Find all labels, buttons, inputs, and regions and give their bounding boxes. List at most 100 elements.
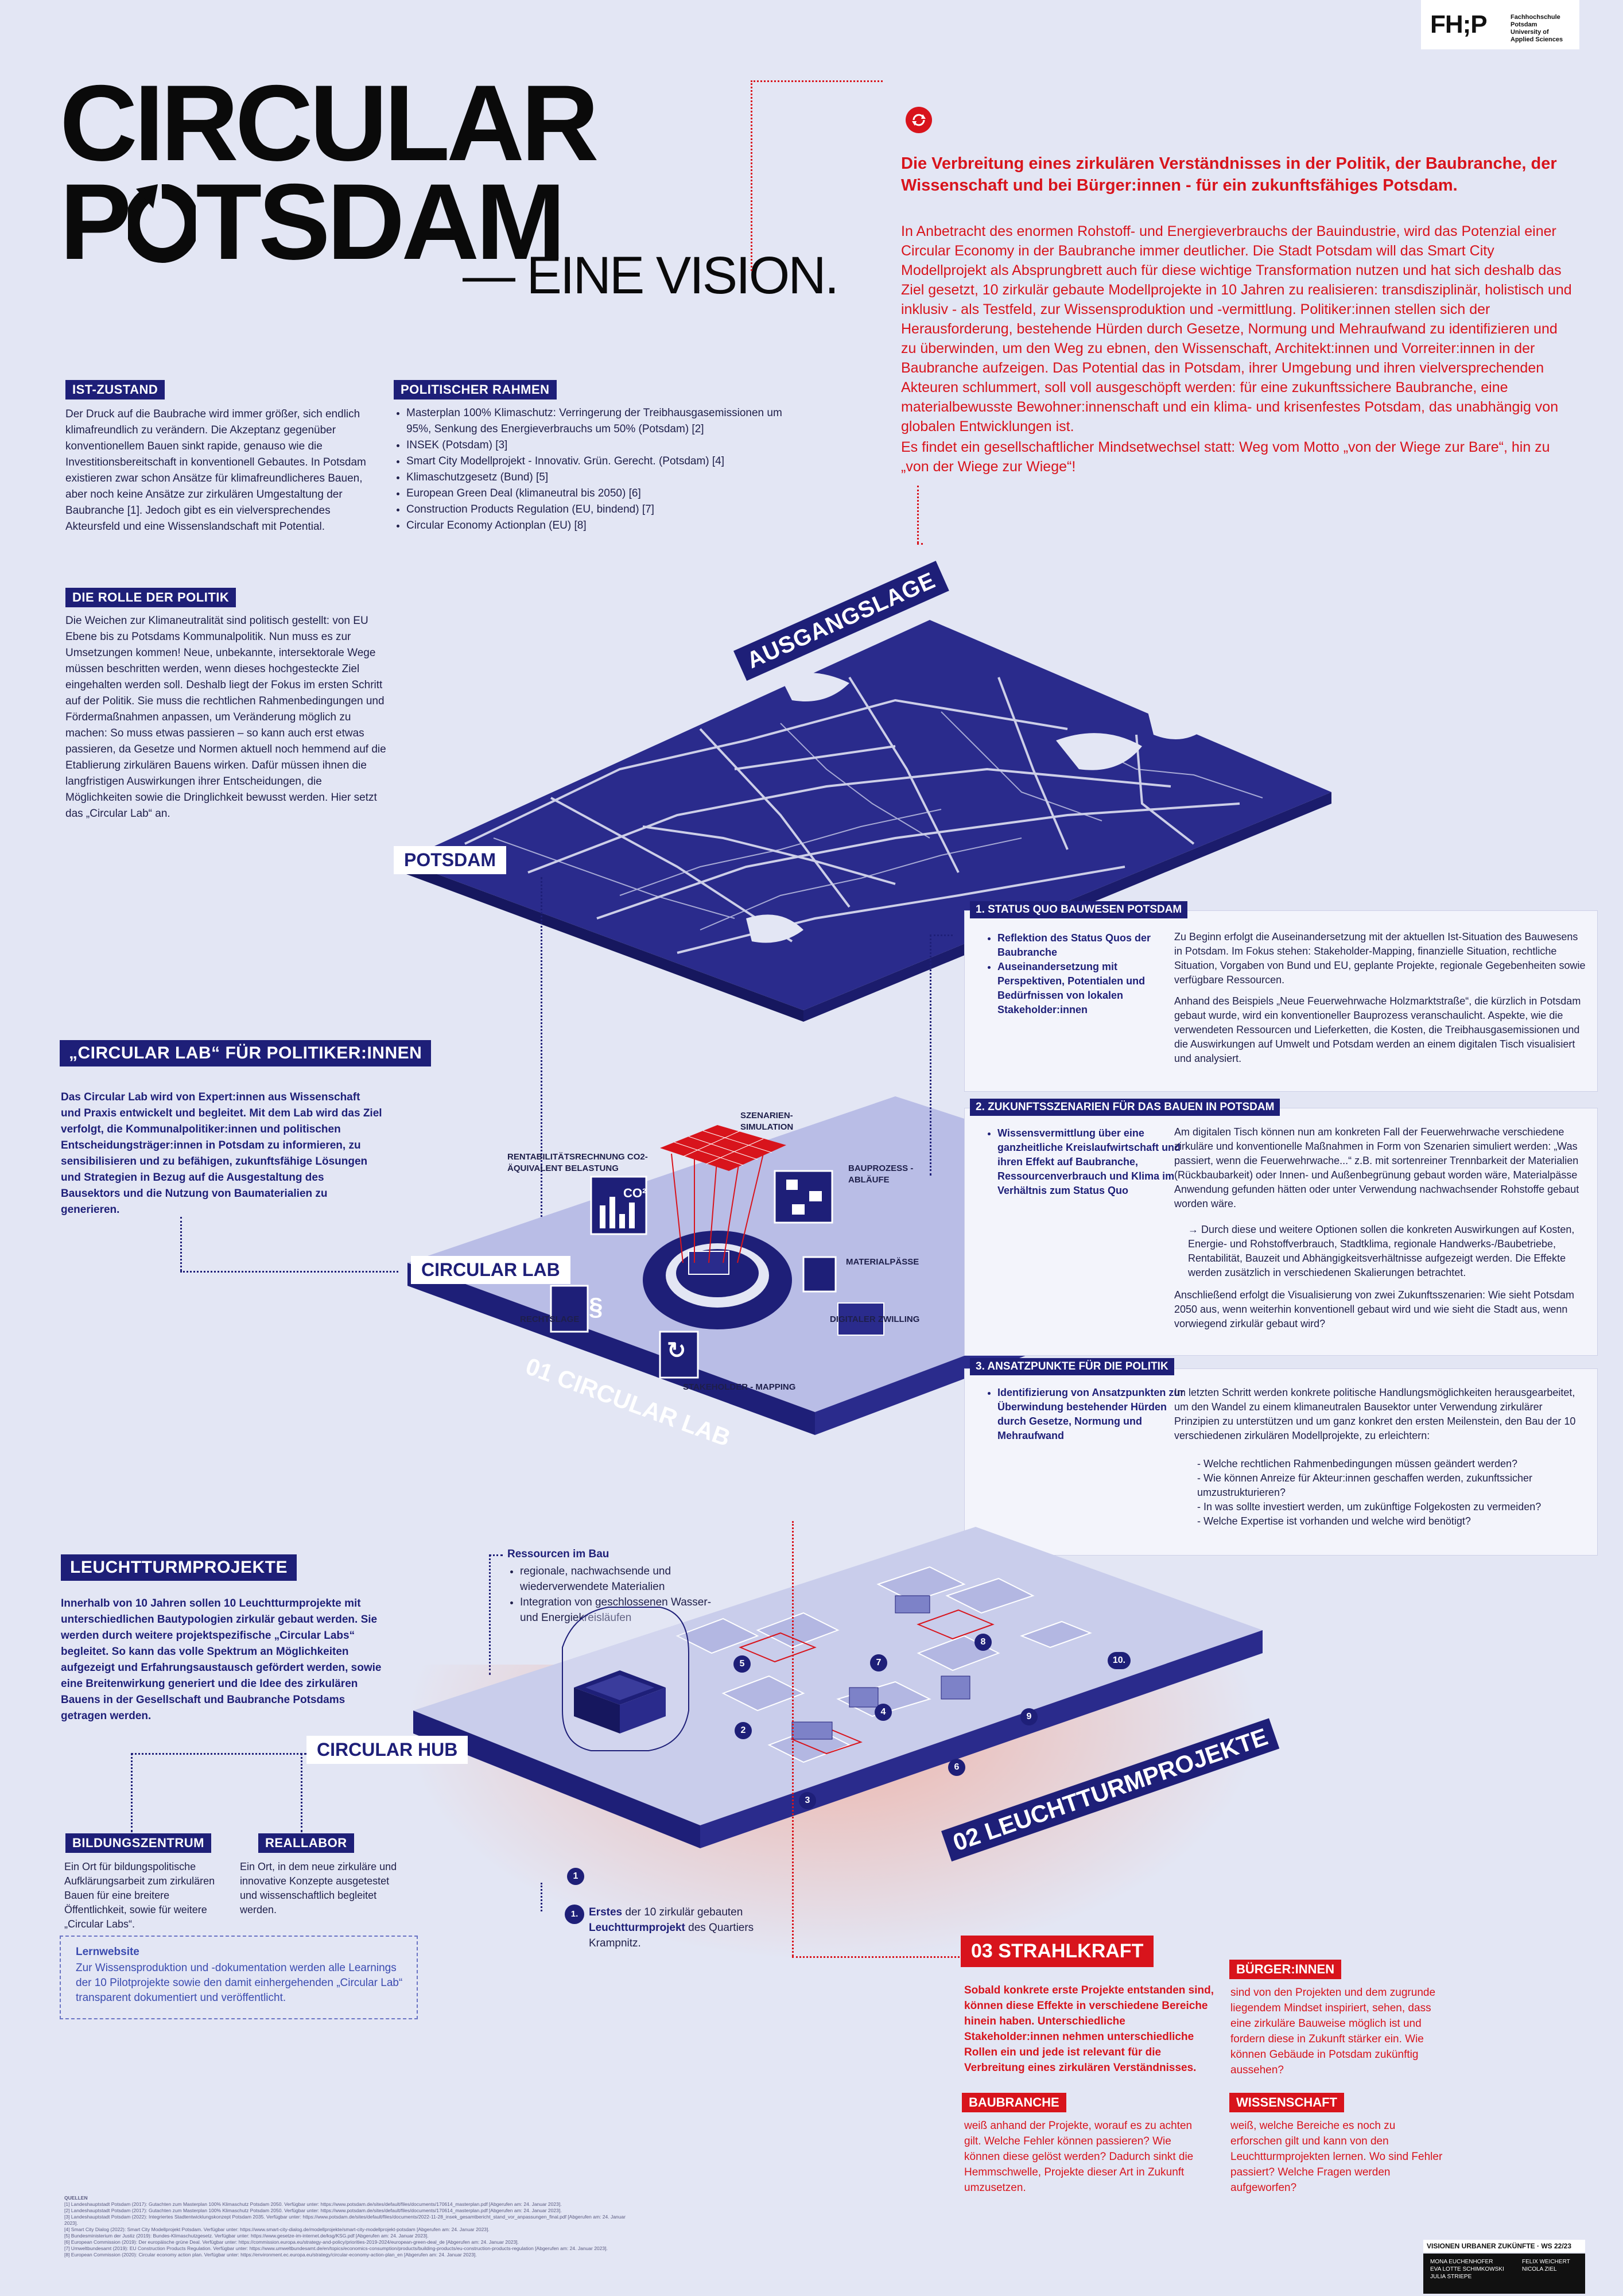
label-stakeholder: STAKEHOLDER - MAPPING [683, 1382, 796, 1392]
project-number: 5 [733, 1655, 751, 1673]
strahlkraft-text: Sobald konkrete erste Projekte entstande… [964, 1984, 1214, 2074]
reference-item: [4] Smart City Dialog (2022): Smart City… [64, 2227, 490, 2232]
list-item: regionale, nachwachsende und wiederverwe… [520, 1564, 715, 1595]
label-materialpaesse: MATERIALPÄSSE [846, 1257, 919, 1267]
references: QUELLEN [1] Landeshauptstadt Potsdam (20… [64, 2195, 638, 2258]
status-text-2: Anhand des Beispiels „Neue Feuerwehrwach… [1174, 995, 1581, 1064]
lab-tag: „CIRCULAR LAB“ FÜR POLITIKER:INNEN [60, 1040, 432, 1066]
connector [131, 1753, 306, 1755]
co2-icon: CO² [623, 1186, 647, 1200]
recycle-icon [906, 107, 932, 133]
connector [917, 543, 923, 545]
bildung-tag: BILDUNGSZENTRUM [65, 1833, 211, 1853]
question-item: - Welche rechtlichen Rahmenbedingungen m… [1197, 1458, 1518, 1469]
list-item: European Green Deal (klimaneutral bis 20… [406, 486, 797, 502]
logo-mark: FH;P [1430, 10, 1488, 38]
rolle-text: Die Weichen zur Klimaneutralität sind po… [65, 615, 386, 820]
list-item: INSEK (Potsdam) [3] [406, 437, 797, 453]
connector [751, 80, 752, 271]
list-item: Auseinandersetzung mit Perspektiven, Pot… [997, 960, 1181, 1017]
intro-headline: Die Verbreitung eines zirkulären Verstän… [901, 154, 1557, 195]
list-item: Identifizierung von Ansatzpunkten zur Üb… [997, 1386, 1187, 1443]
connector [930, 934, 953, 936]
project-number: 1 [567, 1868, 584, 1885]
reference-item: [3] Landeshauptstadt Potsdam (2022): Int… [64, 2214, 626, 2226]
politik-rahmen-tag: POLITISCHER RAHMEN [394, 380, 557, 400]
lernwebsite-title: Lernwebsite [76, 1946, 139, 1958]
project-number: 2 [735, 1722, 752, 1739]
leucht-platform [413, 1527, 1263, 1848]
circular-o-icon [125, 176, 200, 263]
status-text-1: Zu Beginn erfolgt die Auseinandersetzung… [1174, 931, 1586, 986]
project-number: 4 [875, 1704, 892, 1721]
connector [489, 1554, 503, 1556]
page-title-line2: P TSDAM [60, 161, 566, 282]
connector [541, 1883, 542, 1911]
szenarien-panel [964, 1108, 1598, 1356]
question-item: - In was sollte investiert werden, um zu… [1197, 1501, 1542, 1512]
connector [301, 1753, 302, 1832]
szenarien-text-1: Am digitalen Tisch können nun am konkret… [1174, 1126, 1579, 1209]
strahlkraft-tag: 03 STRAHLKRAFT [961, 1936, 1154, 1967]
project-number: 3 [799, 1792, 816, 1809]
page-title-line1: CIRCULAR [60, 63, 599, 183]
ansatz-left-list: Identifizierung von Ansatzpunkten zur Üb… [985, 1386, 1187, 1443]
list-item: Integration von geschlossenen Wasser- un… [520, 1595, 715, 1626]
reallabor-tag: REALLABOR [258, 1833, 354, 1853]
list-item: Reflektion des Status Quos der Baubranch… [997, 931, 1181, 960]
label-rechtslage: RECHTSLAGE [520, 1314, 580, 1324]
szenarien-text-3: Anschließend erfolgt die Visualisierung … [1174, 1289, 1575, 1329]
reference-item: [8] European Commission (2020): Circular… [64, 2252, 477, 2258]
ist-text: Der Druck auf die Baubrache wird immer g… [65, 408, 366, 533]
connector [792, 1956, 963, 1958]
question-item: - Wie können Anreize für Akteur:innen ge… [1197, 1472, 1532, 1498]
label-rentabilitaet: RENTABILITÄTSRECHNUNG CO2-ÄQUIVALENT BEL… [507, 1152, 648, 1173]
project-number: 7 [870, 1654, 887, 1671]
intro-paragraph: In Anbetracht des enormen Rohstoff- und … [901, 223, 1572, 435]
connector [131, 1753, 133, 1832]
buerger-text: sind von den Projekten und dem zugrunde … [1230, 1987, 1436, 2076]
cycle-icon: ↻ [667, 1338, 686, 1363]
connector [792, 1521, 794, 1956]
szenarien-heading: 2. ZUKUNFTSSZENARIEN FÜR DAS BAUEN IN PO… [970, 1099, 1280, 1116]
buerger-tag: BÜRGER:INNEN [1229, 1960, 1342, 1979]
ansatz-panel [964, 1368, 1598, 1556]
connector [180, 1271, 398, 1273]
authors-box [1423, 2254, 1585, 2294]
first-project-text: Erstes der 10 zirkulär gebauten Leuchttu… [589, 1906, 754, 1949]
bildung-text: Ein Ort für bildungspolitische Aufklärun… [64, 1861, 215, 1930]
ressourcen-list: regionale, nachwachsende und wiederverwe… [507, 1564, 715, 1626]
authors-left: MONA EUCHENHOFER EVA LOTTE SCHIMKOWSKI J… [1430, 2259, 1504, 2280]
intro-motto: Es findet ein gesellschaftlicher Mindset… [901, 439, 1550, 475]
label-bauprozess: BAUPROZESS - ABLÄUFE [848, 1163, 914, 1185]
course-label: VISIONEN URBANER ZUKÜNFTE · WS 22/23 [1423, 2240, 1585, 2252]
authors-right: FELIX WEICHERT NICOLA ZIEL [1522, 2259, 1570, 2272]
potsdam-label: POTSDAM [394, 846, 506, 874]
connector [751, 80, 883, 82]
reference-item: [5] Bundesministerium der Justiz (2019):… [64, 2233, 429, 2239]
wissenschaft-tag: WISSENSCHAFT [1229, 2093, 1344, 2112]
lernwebsite-box [60, 1936, 418, 2019]
leucht-text: Innerhalb von 10 Jahren sollen 10 Leucht… [61, 1597, 382, 1722]
list-item: Klimaschutzgesetz (Bund) [5] [406, 470, 797, 486]
reference-item: [2] Landeshauptstadt Potsdam (2017): Gut… [64, 2208, 562, 2213]
baubranche-text: weiß anhand der Projekte, worauf es zu a… [964, 2120, 1194, 2194]
ressourcen-title: Ressourcen im Bau [507, 1548, 609, 1560]
ansatz-text: Im letzten Schritt werden konkrete polit… [1174, 1387, 1576, 1441]
leucht-tag: LEUCHTTURMPROJEKTE [61, 1554, 297, 1581]
project-number: 9 [1020, 1708, 1038, 1725]
page-subtitle: — EINE VISION. [463, 246, 839, 305]
circular-lab-label: CIRCULAR LAB [411, 1256, 570, 1284]
reference-item: [1] Landeshauptstadt Potsdam (2017): Gut… [64, 2201, 562, 2207]
szenarien-text-2: → Durch diese und weitere Optionen solle… [1188, 1224, 1575, 1278]
project-number: 8 [974, 1634, 992, 1651]
question-item: - Welche Expertise ist vorhanden und wel… [1197, 1515, 1471, 1527]
wissenschaft-text: weiß, welche Bereiche es noch zu erforsc… [1230, 2120, 1443, 2194]
ansatz-questions: - Welche rechtlichen Rahmenbedingungen m… [1197, 1457, 1587, 1529]
reference-item: [6] European Commission (2019): Der euro… [64, 2239, 519, 2245]
szenarien-left-list: Wissensvermittlung über eine ganzheitlic… [985, 1126, 1187, 1198]
connector [917, 486, 919, 543]
connector [489, 1554, 491, 1675]
law-icon: § [589, 1293, 603, 1321]
